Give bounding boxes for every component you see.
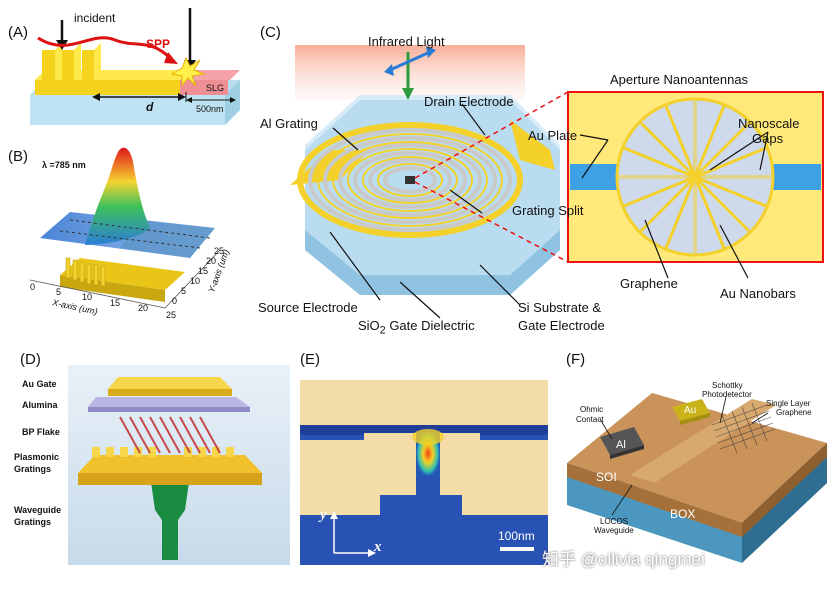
au-pad-label: Au xyxy=(684,405,697,416)
drain-electrode-label: Drain Electrode xyxy=(424,94,514,109)
ohmic-label: Ohmic xyxy=(580,405,604,414)
panel-f-label: (F) xyxy=(566,351,586,368)
x-tick-1: 5 xyxy=(56,287,62,297)
graphene-f-label: Graphene xyxy=(776,408,812,417)
plasmonic-label: Plasmonic xyxy=(14,452,60,462)
panel-a: (A) incident SPP SLG d 500nm xyxy=(0,0,250,130)
al-grating-label: Al Grating xyxy=(260,116,318,131)
box-label: BOX xyxy=(670,507,696,521)
spp-label: SPP xyxy=(146,37,171,51)
waveguide-gratings-label: Gratings xyxy=(14,517,52,527)
panel-c-illustration xyxy=(290,45,824,319)
scale-500nm: 500nm xyxy=(196,104,224,114)
panel-a-illustration xyxy=(30,8,240,125)
single-layer-label: Single Layer xyxy=(766,399,811,408)
soi-label: SOI xyxy=(596,470,617,484)
y-tick-5: 25 xyxy=(214,246,225,256)
al-pad-label: Al xyxy=(616,439,626,451)
panel-b-illustration xyxy=(29,147,221,309)
panel-e-label: (E) xyxy=(300,351,320,368)
panel-f-illustration xyxy=(567,393,827,563)
scale-100nm: 100nm xyxy=(498,529,535,543)
y-tick-3: 15 xyxy=(198,266,209,276)
si-substrate-label: Si Substrate & xyxy=(518,300,602,315)
panel-a-label: (A) xyxy=(8,24,28,41)
gate-electrode-label: Gate Electrode xyxy=(518,318,605,333)
panel-e: (E) y x 100nm xyxy=(292,345,552,586)
panel-b: (B) λ =785 nm X-axis (um) Y-axis (um) 0 … xyxy=(0,140,250,340)
x-tick-2: 10 xyxy=(82,292,93,302)
gaps-label: Gaps xyxy=(752,131,784,146)
grating-split-label: Grating Split xyxy=(512,203,584,218)
alumina-label: Alumina xyxy=(22,400,58,410)
d-label: d xyxy=(146,100,154,114)
x-tick-5: 25 xyxy=(166,310,177,320)
sio2-label: SiO2 Gate Dielectric xyxy=(358,318,475,337)
aperture-nanoantennas-label: Aperture Nanoantennas xyxy=(610,72,749,87)
x-tick-3: 15 xyxy=(110,298,121,308)
panel-d: (D) Au Gate Alumina BP Flake Plasmonic G… xyxy=(0,345,292,586)
au-plate-label: Au Plate xyxy=(528,128,578,143)
x-tick-0: 0 xyxy=(30,282,36,292)
y-tick-0: 0 xyxy=(172,296,178,306)
nanoscale-label: Nanoscale xyxy=(738,116,800,131)
panel-d-illustration xyxy=(68,365,290,565)
x-tick-4: 20 xyxy=(138,303,149,313)
source-electrode-label: Source Electrode xyxy=(258,300,358,315)
locos-label: LOCOS xyxy=(600,517,629,526)
lambda-label: λ =785 nm xyxy=(42,160,86,170)
photodetector-label: Photodetector xyxy=(702,390,752,399)
y-tick-1: 5 xyxy=(181,286,187,296)
slg-label: SLG xyxy=(206,83,225,93)
au-gate-label: Au Gate xyxy=(22,379,57,389)
y-tick-4: 20 xyxy=(206,256,217,266)
locos-waveguide-label: Waveguide xyxy=(594,526,634,535)
panel-b-label: (B) xyxy=(8,148,28,165)
au-nanobars-label: Au Nanobars xyxy=(720,286,796,301)
panel-e-illustration xyxy=(300,380,548,565)
watermark: 知乎 @ollivia qingmei xyxy=(542,550,705,569)
ohmic-contact-label: Contact xyxy=(576,415,604,424)
y-tick-2: 10 xyxy=(190,276,201,286)
incident-label: incident xyxy=(74,11,116,25)
panel-c: (C) Infrared Light Drain Electrode Al Gr… xyxy=(250,0,831,340)
panel-d-label: (D) xyxy=(20,351,41,368)
infrared-light-label: Infrared Light xyxy=(368,34,445,49)
waveguide-label: Waveguide xyxy=(14,505,62,515)
graphene-label: Graphene xyxy=(620,276,678,291)
y-axis-letter: y xyxy=(320,507,327,523)
schottky-label: Schottky xyxy=(712,381,743,390)
x-axis-letter: x xyxy=(374,539,382,555)
panel-c-label: (C) xyxy=(260,24,281,41)
bp-flake-label: BP Flake xyxy=(22,427,60,437)
plasmonic-gratings-label: Gratings xyxy=(14,464,52,474)
panel-f: (F) Ohmic Contact Al Au Schottky Photode… xyxy=(542,345,831,586)
